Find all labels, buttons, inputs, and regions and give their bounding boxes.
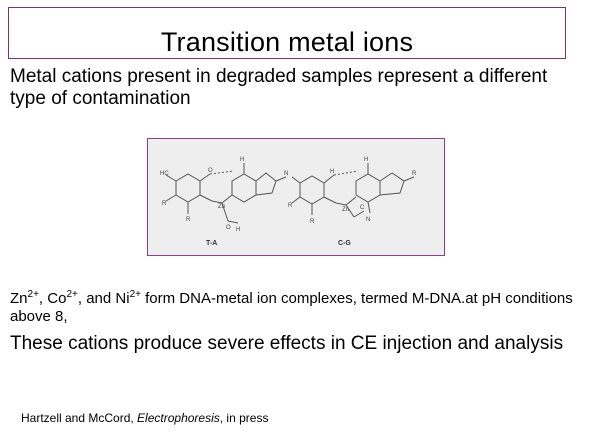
svg-text:O: O — [226, 225, 231, 231]
svg-text:R: R — [162, 201, 167, 207]
metal-complex-paragraph: Zn2+, Co2+, and Ni2+ form DNA-metal ion … — [10, 290, 580, 326]
ni-symbol: Ni — [115, 290, 130, 307]
effects-paragraph: These cations produce severe effects in … — [10, 333, 564, 354]
separator-1: , — [38, 290, 48, 307]
co-symbol: Co — [47, 290, 67, 307]
svg-text:R: R — [288, 203, 293, 209]
svg-text:R: R — [412, 171, 417, 177]
reference-authors: Hartzell and McCord, — [21, 411, 138, 425]
ni-charge: 2+ — [129, 289, 141, 300]
svg-text:Zn: Zn — [342, 207, 349, 213]
reference-status: , in press — [219, 411, 269, 425]
base-pair-structures-diagram: HC O H Zn O H R R N H H Zn C R R R N T-A… — [160, 157, 417, 247]
svg-text:H: H — [330, 169, 334, 175]
svg-text:H: H — [364, 157, 368, 163]
co-charge: 2+ — [66, 289, 78, 300]
svg-text:N: N — [366, 217, 370, 223]
dna-metal-complex-figure: HC O H Zn O H R R N H H Zn C R R R N T-A… — [147, 138, 445, 256]
svg-text:R: R — [186, 217, 191, 223]
reference-citation: Hartzell and McCord, Electrophoresis, in… — [21, 411, 581, 426]
svg-text:C: C — [360, 205, 365, 211]
zn-symbol: Zn — [10, 290, 28, 307]
reference-journal: Electrophoresis — [137, 411, 220, 425]
svg-text:Zn: Zn — [218, 204, 225, 210]
figure-label-c-g: C-G — [338, 240, 351, 247]
svg-text:H: H — [236, 227, 240, 233]
separator-2: , and — [77, 290, 116, 307]
slide-title: Transition metal ions — [160, 27, 414, 57]
svg-text:O: O — [208, 168, 213, 174]
intro-paragraph: Metal cations present in degraded sample… — [10, 66, 548, 109]
svg-text:HC: HC — [160, 171, 169, 177]
svg-text:N: N — [284, 171, 288, 177]
svg-text:R: R — [310, 219, 315, 225]
svg-text:H: H — [240, 157, 244, 163]
figure-label-t-a: T-A — [206, 240, 217, 247]
metal-complex-text: form DNA-metal ion complexes, termed M-D… — [10, 290, 573, 325]
title-box: Transition metal ions — [8, 7, 566, 59]
zn-charge: 2+ — [27, 289, 39, 300]
